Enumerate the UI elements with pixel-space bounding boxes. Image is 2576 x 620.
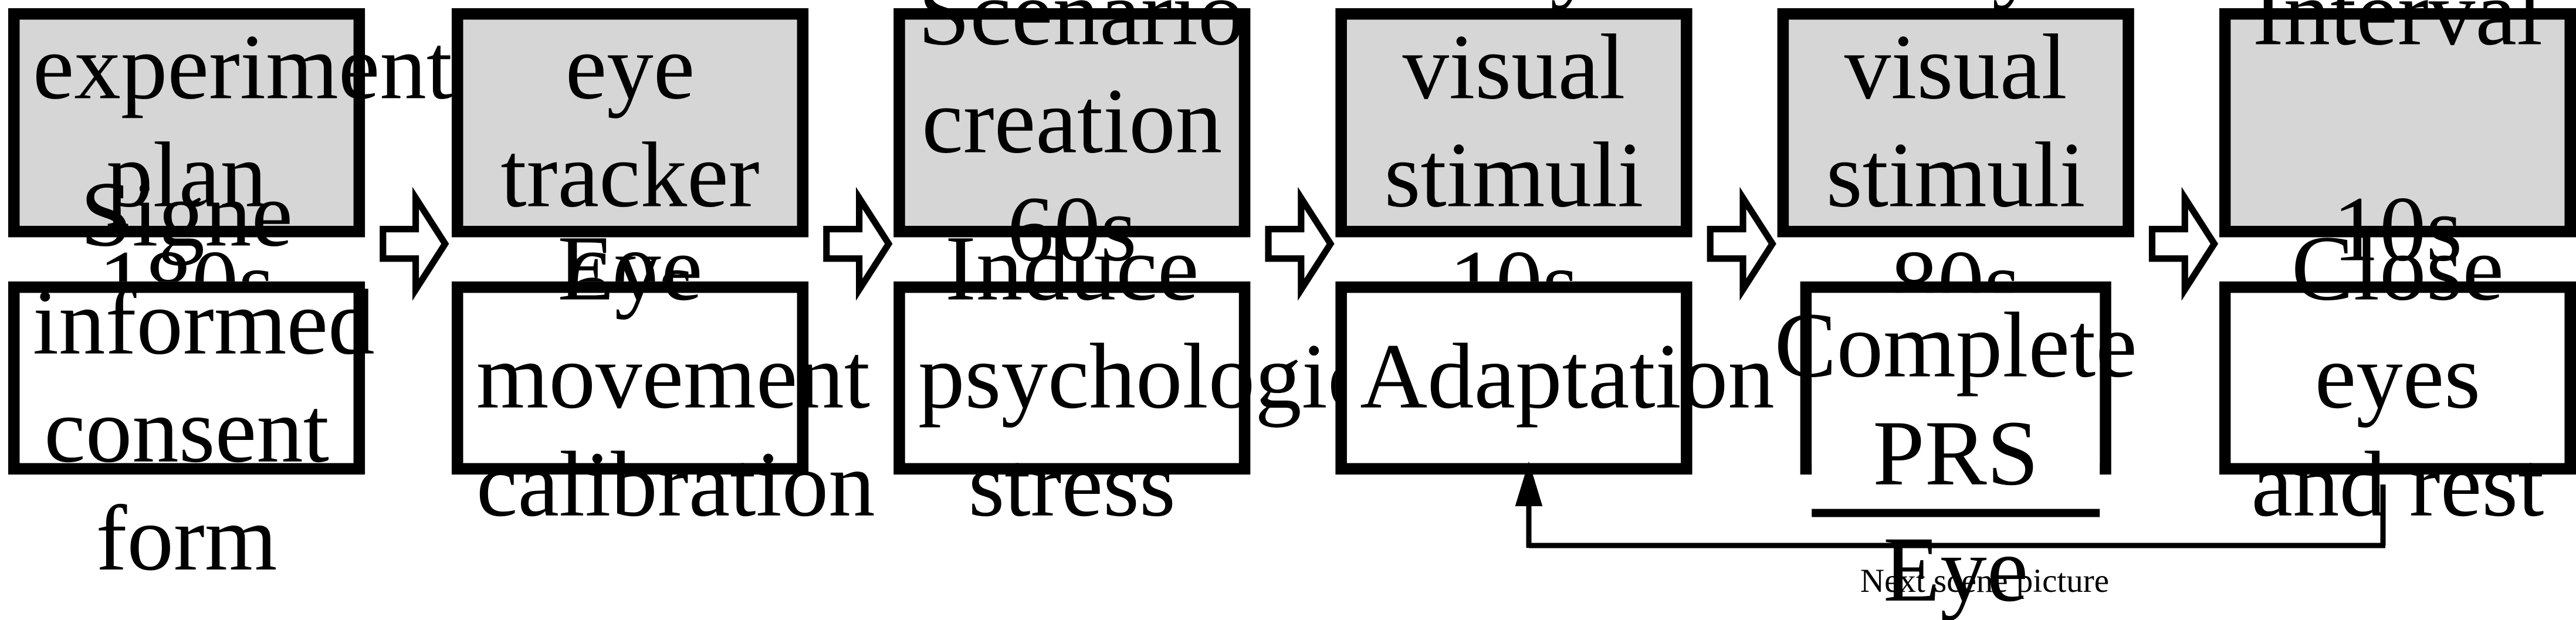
stage-4-top-box[interactable]: Play visual stimuli 10s [1335,0,1692,336]
stage-2-top-box[interactable]: Wear eye tracker 60s [451,0,809,336]
stage-3-bottom-label: Induce psychological stress [918,217,1437,537]
stage-5-subbox-prs[interactable]: Complete PRS [1775,293,2137,518]
stage-6-bottom-box[interactable]: Close eyes and rest [2219,218,2576,537]
stage-1-top-label: Introduce experimental plan 180s [32,0,520,336]
arrow-5-6 [2148,187,2219,301]
block-arrow-right-icon [2148,187,2219,301]
arrow-2-3 [823,187,893,301]
stage-1-top-box[interactable]: Introduce experimental plan 180s [8,0,520,336]
block-arrow-right-icon [380,187,449,301]
stage-2-bottom-box[interactable]: Eye movement calibration [451,218,875,537]
stage-3-bottom-box[interactable]: Induce psychological stress [893,218,1436,537]
stage-2-bottom-label: Eye movement calibration [476,217,875,537]
stage-4-bottom-box[interactable]: Adaptation [1335,281,1775,475]
stage-5-top-box[interactable]: Play visual stimuli 80s [1777,0,2134,336]
stage-1-bottom-label: Signe informed consent form [32,163,375,591]
stage-4-bottom-label: Adaptation [1360,325,1775,429]
stage-5-subbox-data[interactable]: Eye movement data collection [1812,517,2100,620]
feedback-loop-label: Next scene picture [1809,564,2161,598]
stage-6-top-label: Interval 10s [2252,0,2543,282]
stage-1-bottom-box[interactable]: Signe informed consent form [8,163,375,591]
arrow-4-5 [1707,187,1776,301]
arrow-1-2 [380,187,449,301]
block-arrow-right-icon [1707,187,1776,301]
arrow-3-4 [1265,187,1335,301]
stage-3-top-box[interactable]: Scenario creation 60s [893,0,1251,282]
block-arrow-right-icon [1265,187,1335,301]
stage-3-top-label: Scenario creation 60s [918,0,1245,282]
block-arrow-right-icon [823,187,893,301]
stage-5-bottom-box: Complete PRS Eye movement data collectio… [1775,281,2137,620]
stage-5-subbox-data-label: Eye movement data collection [1883,519,2029,620]
stage-6-bottom-label: Close eyes and rest [2251,217,2544,537]
stage-5-subbox-prs-label: Complete PRS [1774,294,2137,506]
feedback-loop-label-text: Next scene picture [1860,563,2110,599]
stage-6-top-box[interactable]: Interval 10s [2219,0,2576,282]
